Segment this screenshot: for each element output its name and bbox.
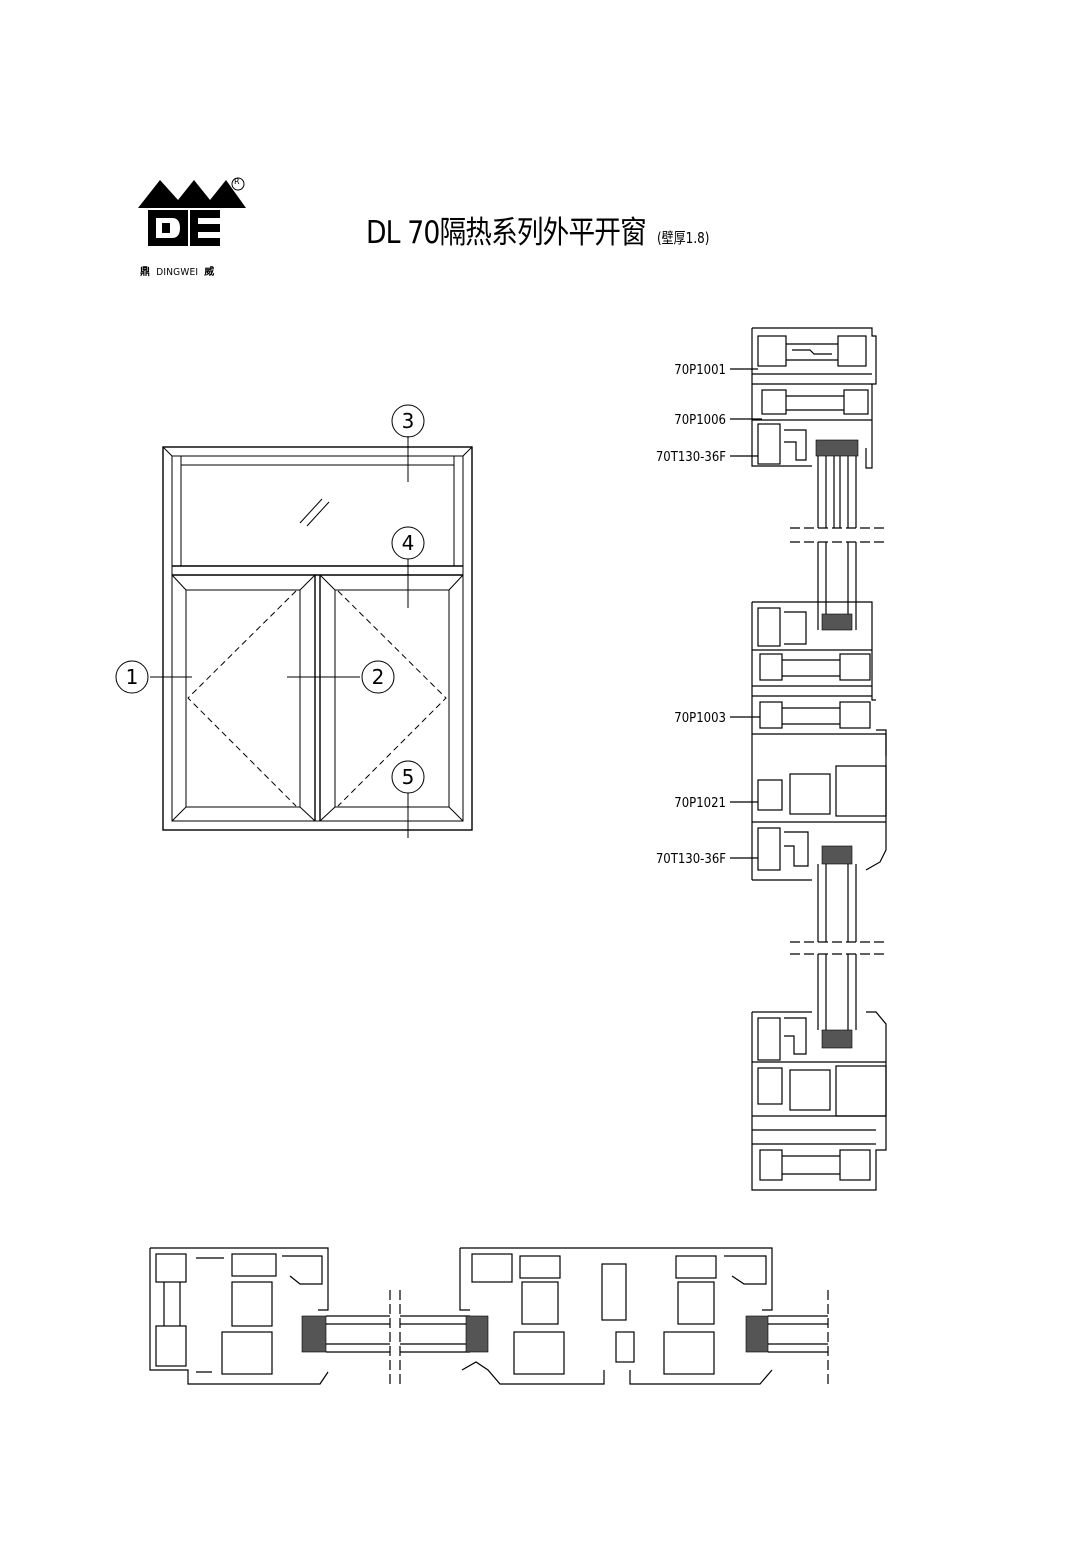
callout-3: 3 <box>402 409 415 433</box>
label-top-frame: 70P1001 <box>674 363 726 378</box>
label-mid-transom: 70P1003 <box>674 711 726 726</box>
logo-caption-right: 威 <box>204 267 215 278</box>
label-mid-sash: 70P1021 <box>674 796 726 811</box>
title-subtitle: (壁厚1.8) <box>656 229 709 247</box>
label-top-bead: 70T130-36F <box>656 450 726 465</box>
logo-caption-brand: DINGWEI <box>156 267 199 278</box>
company-logo: R <box>138 176 250 280</box>
logo-caption-left: 鼎 <box>140 267 151 278</box>
label-mid-bead: 70T130-36F <box>656 852 726 867</box>
label-top-mullion: 70P1006 <box>674 413 726 428</box>
logo-mark-icon <box>138 177 246 246</box>
page-title: DL 70隔热系列外平开窗 (壁厚1.8) <box>366 207 722 252</box>
logo-caption: 鼎 DINGWEI 威 <box>140 263 224 278</box>
callout-5: 5 <box>402 765 415 789</box>
callout-1: 1 <box>126 665 139 689</box>
callout-2: 2 <box>372 665 385 689</box>
callout-4: 4 <box>402 531 415 555</box>
title-main: DL 70隔热系列外平开窗 <box>366 215 647 251</box>
registered-mark: R <box>234 177 240 186</box>
